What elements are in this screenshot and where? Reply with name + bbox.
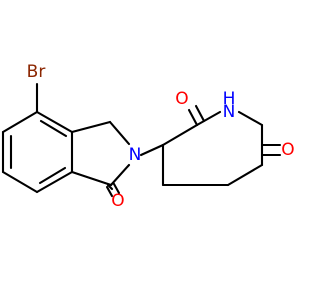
bond <box>1 110 39 134</box>
bond-c-o-upper-second <box>194 104 206 123</box>
bond-c-o-lactam <box>105 185 114 198</box>
molecule-structure: Br N H N O O O <box>1 62 295 211</box>
benzene-ring <box>1 110 74 194</box>
atom-label-o-upper: O <box>175 89 188 109</box>
bond-n-ch <box>139 143 165 157</box>
bond <box>70 120 112 134</box>
isoindolinone-ring <box>70 120 131 187</box>
double-bond-inner <box>38 166 67 185</box>
bond <box>108 120 131 146</box>
atom-label-nh-h: H <box>223 89 236 109</box>
bond <box>237 110 264 127</box>
double-bond-inner <box>39 119 68 138</box>
bond <box>1 170 39 194</box>
bond <box>195 110 222 127</box>
bond-c-o-upper <box>187 108 199 127</box>
bond <box>35 170 74 194</box>
bond <box>226 163 264 187</box>
bond-c-o-lactam-second <box>112 182 121 195</box>
atom-label-o-right: O <box>281 140 294 160</box>
bond <box>106 183 114 191</box>
atom-label-br: Br <box>27 62 46 82</box>
bond <box>161 123 199 147</box>
bond <box>70 170 113 187</box>
atom-label-n-isoindolinone: N <box>129 145 142 165</box>
atom-label-o-lactam: O <box>111 191 124 211</box>
atom-label-n-glutarimide: N <box>223 102 236 122</box>
bond <box>35 110 74 134</box>
bond <box>109 163 131 187</box>
